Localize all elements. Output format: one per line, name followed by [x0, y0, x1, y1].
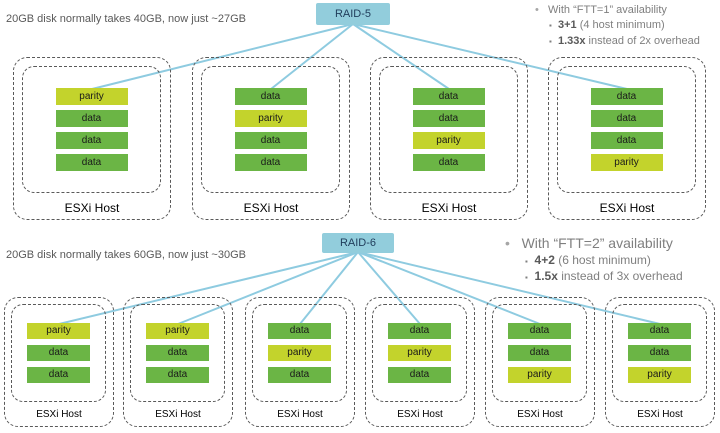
raid6-bullet-main: With “FTT=2” availability	[521, 235, 673, 251]
raid5-sub2-text: instead of 2x overhead	[585, 35, 700, 47]
host-storage	[492, 304, 587, 402]
data-block: data	[234, 132, 307, 149]
data-block: data	[27, 345, 90, 361]
bullet-square-icon: ▪	[525, 257, 528, 266]
host-label: ESXi Host	[64, 201, 120, 215]
parity-block: parity	[55, 88, 128, 105]
data-block: data	[268, 323, 331, 339]
bullet-dot-icon: •	[505, 235, 510, 251]
host-storage	[252, 304, 347, 402]
data-block: data	[55, 110, 128, 127]
host-storage	[372, 304, 467, 402]
parity-block: parity	[388, 345, 451, 361]
raid6-caption: 20GB disk normally takes 60GB, now just …	[6, 249, 246, 261]
data-block: data	[412, 110, 485, 127]
host-label: ESXi Host	[243, 201, 299, 215]
raid6-sub2-text: instead of 3x overhead	[557, 269, 683, 283]
parity-block: parity	[412, 132, 485, 149]
data-block: data	[234, 88, 307, 105]
data-block: data	[234, 154, 307, 171]
data-block: data	[590, 88, 663, 105]
host-storage	[11, 304, 106, 402]
parity-block: parity	[146, 323, 209, 339]
data-block: data	[146, 367, 209, 383]
connector-line	[352, 23, 628, 90]
data-block: data	[268, 367, 331, 383]
parity-block: parity	[508, 367, 571, 383]
host-label: ESXi Host	[155, 409, 201, 420]
data-block: data	[55, 154, 128, 171]
parity-block: parity	[234, 110, 307, 127]
raid6-sub1-bold: 4+2	[534, 253, 555, 267]
host-storage	[201, 66, 340, 193]
raid5-sub2-bold: 1.33x	[557, 35, 586, 47]
data-block: data	[55, 132, 128, 149]
host-storage	[22, 66, 161, 193]
host-label: ESXi Host	[397, 409, 443, 420]
data-block: data	[146, 345, 209, 361]
bullet-square-icon: ▪	[525, 273, 528, 282]
parity-block: parity	[27, 323, 90, 339]
bullet-dot-icon: •	[535, 4, 539, 16]
connector-line	[357, 251, 541, 325]
data-block: data	[508, 323, 571, 339]
data-block: data	[27, 367, 90, 383]
connector-line	[352, 23, 450, 90]
data-block: data	[412, 88, 485, 105]
host-storage	[130, 304, 225, 402]
host-storage	[379, 66, 518, 193]
parity-block: parity	[590, 154, 663, 171]
data-block: data	[388, 323, 451, 339]
host-label: ESXi Host	[36, 409, 82, 420]
connector-line	[91, 23, 354, 90]
raid5-label: RAID-5	[316, 3, 390, 25]
parity-block: parity	[628, 367, 691, 383]
bullet-square-icon: ▪	[549, 21, 552, 30]
host-label: ESXi Host	[421, 201, 477, 215]
data-block: data	[508, 345, 571, 361]
raid6-label: RAID-6	[322, 233, 394, 253]
data-block: data	[412, 154, 485, 171]
raid6-sub2-bold: 1.5x	[534, 269, 558, 283]
raid6-sub1-text: (6 host minimum)	[554, 253, 651, 267]
connector-line	[299, 251, 359, 325]
connector-line	[58, 251, 359, 325]
host-label: ESXi Host	[277, 409, 323, 420]
host-storage	[612, 304, 707, 402]
raid5-sub1-bold: 3+1	[557, 19, 577, 31]
data-block: data	[628, 345, 691, 361]
raid5-sub1-text: (4 host minimum)	[576, 19, 665, 31]
host-label: ESXi Host	[517, 409, 563, 420]
data-block: data	[388, 367, 451, 383]
parity-block: parity	[268, 345, 331, 361]
raid5-bullet-main: With “FTT=1” availability	[548, 4, 667, 16]
connector-line	[270, 23, 354, 90]
data-block: data	[590, 132, 663, 149]
host-label: ESXi Host	[637, 409, 683, 420]
host-storage	[557, 66, 696, 193]
connector-line	[357, 251, 421, 325]
data-block: data	[628, 323, 691, 339]
connector-line	[177, 251, 359, 325]
connector-line	[357, 251, 661, 325]
data-block: data	[590, 110, 663, 127]
bullet-square-icon: ▪	[549, 37, 552, 46]
host-label: ESXi Host	[599, 201, 655, 215]
raid5-caption: 20GB disk normally takes 40GB, now just …	[6, 13, 246, 25]
